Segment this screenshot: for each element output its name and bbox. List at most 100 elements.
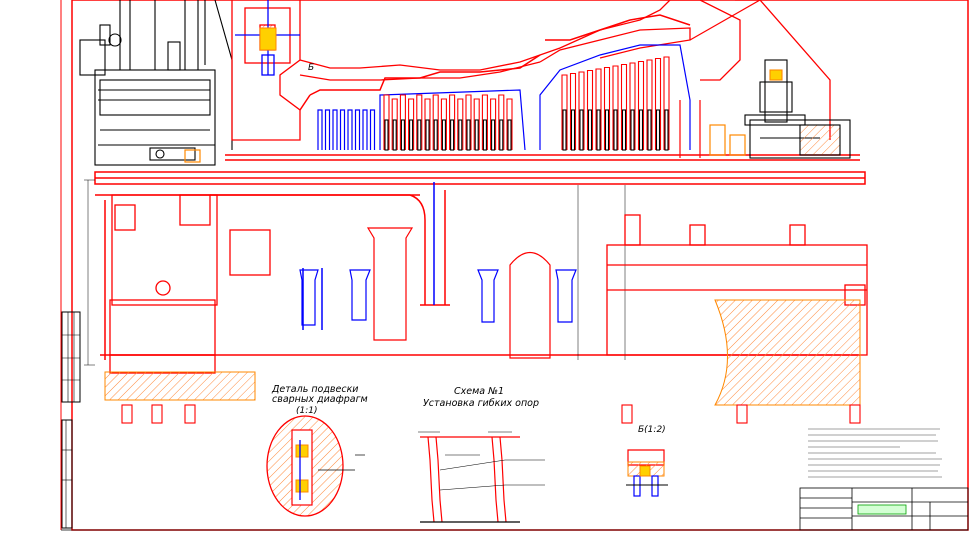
rotor-disc [474,119,479,151]
stator-blade [637,60,645,150]
stator-blade [498,94,505,150]
stator-blade [654,57,662,150]
stator-blade [603,66,611,150]
stator-blade [629,62,636,150]
rear-foundation-concrete [714,299,861,406]
rotor-disc [400,119,405,151]
stator-blade [569,72,577,150]
rotor-disc [638,109,644,151]
rotor-disc [425,119,430,151]
inlet-valve-body [259,27,277,51]
binding-strip-upper [61,311,81,403]
rotor-disc [433,119,438,151]
stator-blade-rows [383,56,670,150]
rear-bearing-assembly [744,59,851,159]
rotor-disc [570,109,576,151]
support-legs-blue [299,269,577,326]
rotor-disc [587,109,593,151]
rotor-disc [417,119,422,151]
rotor-disc [579,109,584,151]
stator-blade [663,56,670,150]
rotor-disc [482,119,487,151]
rotor-disc [384,119,389,151]
rotor-disc [562,109,567,151]
detail-title-line1: Деталь подвески [271,384,358,395]
stator-blade [424,98,431,150]
stator-blade [391,98,398,150]
anchor-bolts [121,404,861,424]
outer-casing [225,14,860,161]
rotor-blade [362,109,368,150]
rotor-blade [354,109,361,150]
rotor-blade [347,109,353,150]
stator-blade [440,98,447,150]
stator-blade [595,68,602,150]
rotor-disc [507,119,512,151]
rotor-disc [647,109,652,151]
stator-blade [586,69,594,150]
flexible-support-legs [366,227,551,359]
stator-blade [399,94,406,150]
view-b-label: Б(1:2) [638,425,666,435]
dimension-lines [84,179,626,366]
lp-casing-contour [539,44,691,150]
stator-blade [408,98,415,150]
stator-blade [506,98,513,150]
detail-diaphragm-suspension [266,415,365,517]
rotor-disc [450,119,455,151]
ip-casing-contour [379,89,526,151]
detail-title-line2: сварных диафрагм [272,394,368,405]
scheme-leader-lines [439,454,545,491]
coupling-oil-seals [184,124,746,163]
rotor-blade [317,109,323,150]
stator-blade [561,74,568,150]
stator-blade [449,94,456,150]
stator-blade [473,98,480,150]
rear-foundation-frame [606,214,868,356]
rotor-disc [499,119,504,151]
rotor-disc [621,109,627,151]
rotor-disc [604,109,610,151]
front-bearing-housing [79,0,233,166]
detail-scale: (1:1) [296,406,318,416]
front-foundation-frame [109,194,271,374]
turbine-longitudinal-section [79,0,868,424]
shaft-centerline-blue [302,182,435,330]
stator-blade [465,94,472,150]
title-block [799,487,969,531]
rotor-disc [466,119,471,151]
rotor-blade [339,109,346,150]
front-foundation-concrete [104,371,256,401]
rotor-discs-black [384,109,669,151]
stator-blade [620,63,628,150]
rotor-disc [441,119,446,151]
stator-blade [432,94,439,150]
hp-rotor-stages [317,44,691,151]
scheme-title-line2: Установка гибких опор [423,398,539,409]
rotor-blade [332,109,338,150]
rotor-disc [613,109,618,151]
rotor-disc [409,119,414,151]
stator-blade [612,65,619,150]
binding-strip-lower [61,419,73,529]
rear-bearing-outline [679,0,761,158]
rotor-disc [630,109,635,151]
stator-blade [383,94,390,150]
rotor-blade [324,109,331,150]
rotor-blade [369,109,376,150]
stator-blade [646,59,653,150]
technical-notes [808,428,942,478]
view-b-detail [626,449,668,497]
rotor-disc [491,119,496,151]
detail-b-marker: Б [308,63,314,73]
rotor-disc [655,109,661,151]
rotor-disc [458,119,463,151]
sheet-frame [60,0,969,531]
stator-blade [490,98,497,150]
rotor-disc [664,109,669,151]
stator-blade [416,94,423,150]
stator-blade [457,98,464,150]
rotor-disc [596,109,601,151]
stator-blade [578,71,585,150]
